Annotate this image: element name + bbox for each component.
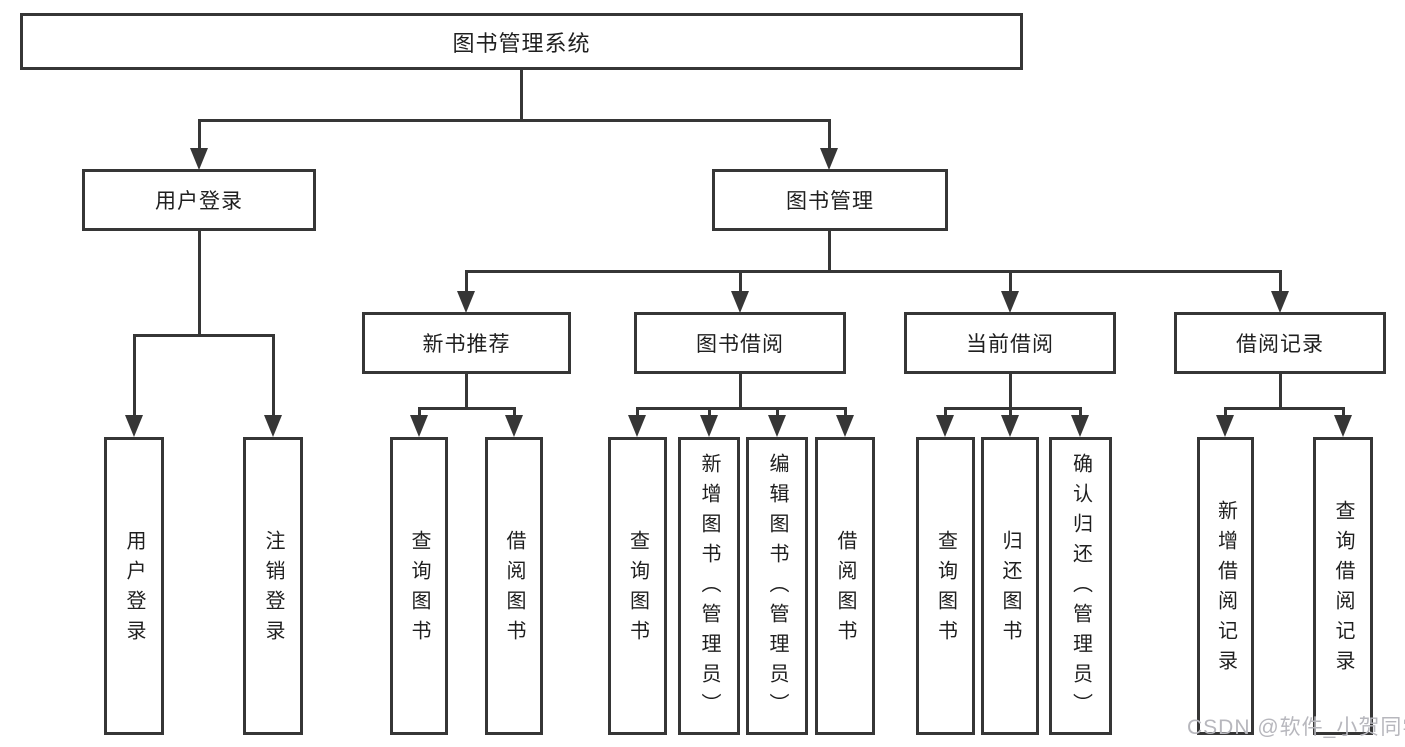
arrowhead-down-icon	[505, 415, 523, 437]
node-user-login-label: 用户登录	[155, 190, 243, 213]
connector-line	[1009, 407, 1012, 419]
leaf-borrow-books-borrowing: 借阅图书	[815, 437, 875, 735]
leaf-query-books-recommendation-label: 查询图书	[408, 530, 430, 650]
leaf-query-books-recommendation: 查询图书	[390, 437, 448, 735]
connector-line	[739, 372, 742, 409]
connector-line	[198, 231, 201, 336]
node-book-borrowing-label: 图书借阅	[696, 333, 784, 356]
connector-line	[636, 407, 846, 410]
leaf-query-books-borrowing-label: 查询图书	[626, 530, 649, 650]
arrowhead-down-icon	[1334, 415, 1352, 437]
arrowhead-down-icon	[836, 415, 854, 437]
connector-line	[1009, 270, 1012, 298]
leaf-user-login: 用户登录	[104, 437, 164, 735]
connector-line	[944, 407, 1082, 410]
node-book-management: 图书管理	[712, 169, 948, 231]
leaf-confirm-return-admin-label: 确认归还（管理员）	[1069, 453, 1092, 723]
leaf-query-books-borrowing: 查询图书	[608, 437, 667, 735]
connector-line	[1009, 372, 1012, 409]
leaf-query-books-current: 查询图书	[916, 437, 975, 735]
arrowhead-down-icon	[768, 415, 786, 437]
leaf-return-books-label: 归还图书	[999, 530, 1021, 650]
arrowhead-down-icon	[1001, 415, 1019, 437]
node-borrowing-records-label: 借阅记录	[1236, 333, 1324, 356]
leaf-edit-book-admin: 编辑图书（管理员）	[746, 437, 808, 735]
connector-line	[418, 407, 516, 410]
leaf-add-borrow-record-label: 新增借阅记录	[1214, 500, 1237, 680]
leaf-query-borrow-record: 查询借阅记录	[1313, 437, 1373, 735]
leaf-return-books: 归还图书	[981, 437, 1039, 735]
node-new-book-recommendation: 新书推荐	[362, 312, 571, 374]
arrowhead-down-icon	[628, 415, 646, 437]
arrowhead-down-icon	[700, 415, 718, 437]
connector-line	[198, 119, 831, 122]
arrowhead-down-icon	[264, 415, 282, 437]
connector-line	[465, 270, 468, 298]
connector-line	[133, 334, 275, 337]
arrowhead-down-icon	[820, 148, 838, 170]
leaf-edit-book-admin-label: 编辑图书（管理员）	[766, 453, 788, 723]
connector-line	[1224, 407, 1227, 419]
connector-line	[1079, 407, 1082, 419]
leaf-user-login-label: 用户登录	[123, 530, 145, 650]
connector-line	[776, 407, 779, 419]
node-new-book-recommendation-label: 新书推荐	[422, 333, 511, 356]
connector-line	[844, 407, 847, 419]
leaf-confirm-return-admin: 确认归还（管理员）	[1049, 437, 1112, 735]
node-user-login: 用户登录	[82, 169, 316, 231]
leaf-borrow-books-recommendation-label: 借阅图书	[503, 530, 525, 650]
leaf-add-book-admin-label: 新增图书（管理员）	[698, 453, 720, 723]
leaf-add-borrow-record: 新增借阅记录	[1197, 437, 1254, 735]
node-book-management-label: 图书管理	[786, 190, 874, 213]
node-current-borrowing-label: 当前借阅	[966, 333, 1054, 356]
arrowhead-down-icon	[1071, 415, 1089, 437]
connector-line	[1279, 372, 1282, 409]
leaf-borrow-books-borrowing-label: 借阅图书	[834, 530, 856, 650]
connector-line	[272, 334, 275, 418]
arrowhead-down-icon	[190, 148, 208, 170]
connector-line	[1279, 270, 1282, 298]
arrowhead-down-icon	[457, 291, 475, 313]
node-book-borrowing: 图书借阅	[634, 312, 846, 374]
leaf-borrow-books-recommendation: 借阅图书	[485, 437, 543, 735]
connector-line	[418, 407, 421, 419]
arrowhead-down-icon	[1001, 291, 1019, 313]
connector-line	[944, 407, 947, 419]
arrowhead-down-icon	[936, 415, 954, 437]
arrowhead-down-icon	[1216, 415, 1234, 437]
arrowhead-down-icon	[410, 415, 428, 437]
connector-line	[828, 231, 831, 272]
connector-line	[133, 334, 136, 418]
node-library-management-system: 图书管理系统	[20, 13, 1023, 70]
connector-line	[739, 270, 742, 298]
connector-line	[520, 70, 523, 121]
leaf-query-books-current-label: 查询图书	[934, 530, 957, 650]
connector-line	[513, 407, 516, 419]
connector-line	[1342, 407, 1345, 419]
arrowhead-down-icon	[1271, 291, 1289, 313]
connector-line	[465, 372, 468, 409]
connector-line	[708, 407, 711, 419]
leaf-query-borrow-record-label: 查询借阅记录	[1332, 500, 1354, 680]
connector-line	[828, 119, 831, 151]
node-library-management-system-label: 图书管理系统	[452, 30, 591, 56]
leaf-logout-login-label: 注销登录	[262, 530, 284, 650]
connector-line	[636, 407, 639, 419]
watermark-text: CSDN @软件_小贺同学	[1187, 716, 1405, 739]
arrowhead-down-icon	[731, 291, 749, 313]
connector-line	[1224, 407, 1345, 410]
connector-line	[465, 270, 1282, 273]
leaf-logout-login: 注销登录	[243, 437, 303, 735]
node-borrowing-records: 借阅记录	[1174, 312, 1386, 374]
connector-line	[198, 119, 201, 151]
node-current-borrowing: 当前借阅	[904, 312, 1116, 374]
leaf-add-book-admin: 新增图书（管理员）	[678, 437, 740, 735]
arrowhead-down-icon	[125, 415, 143, 437]
